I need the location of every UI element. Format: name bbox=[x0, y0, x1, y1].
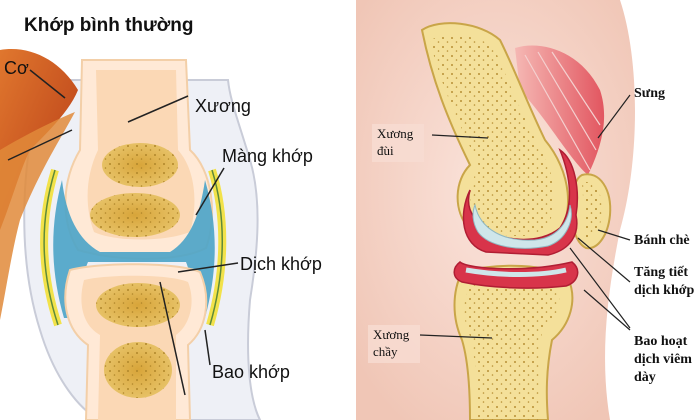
label-muscle: Cơ bbox=[4, 58, 29, 78]
label-increased-fluid-line2: dịch khớp bbox=[634, 283, 695, 298]
label-tibia-line1: Xương bbox=[373, 327, 410, 342]
label-femur-line2: đùi bbox=[377, 143, 394, 158]
normal-joint-title: Khớp bình thường bbox=[24, 15, 194, 36]
label-tibia-line2: chầy bbox=[373, 344, 398, 359]
label-patella: Bánh chè bbox=[634, 233, 690, 248]
label-joint-capsule: Bao khớp bbox=[212, 362, 290, 382]
label-increased-fluid-line1: Tăng tiết bbox=[634, 265, 688, 280]
label-swelling: Sưng bbox=[634, 86, 665, 101]
cartilage bbox=[472, 203, 572, 249]
normal-joint-illustration bbox=[0, 49, 262, 420]
label-synovial-membrane: Màng khớp bbox=[222, 146, 313, 166]
label-synovial-fluid: Dịch khớp bbox=[240, 254, 322, 274]
label-inflamed-capsule-line3: dày bbox=[634, 370, 656, 385]
label-femur-line1: Xương bbox=[377, 126, 414, 141]
knee-synovitis-illustration bbox=[352, 0, 700, 420]
label-bone: Xương bbox=[195, 96, 251, 116]
label-inflamed-capsule-line2: dịch viêm bbox=[634, 352, 692, 367]
label-inflamed-capsule-line1: Bao hoạt bbox=[634, 334, 688, 349]
